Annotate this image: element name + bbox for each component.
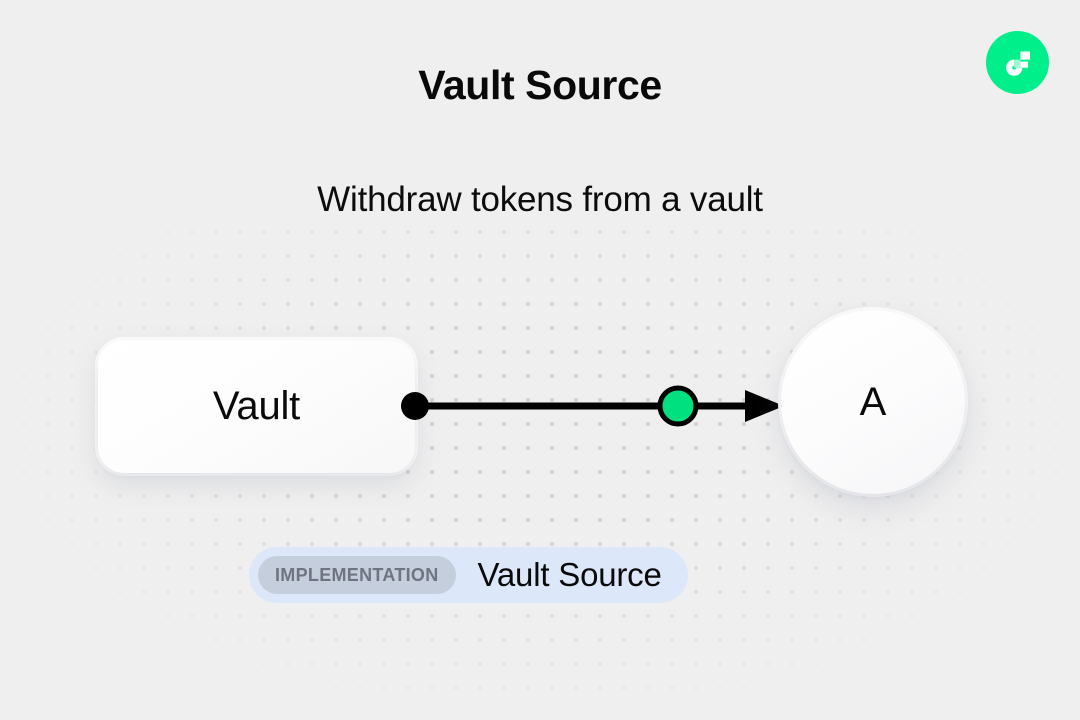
page-subtitle: Withdraw tokens from a vault [317, 180, 763, 219]
node-label-vault: Vault [212, 384, 301, 428]
implementation-tag-label: IMPLEMENTATION [258, 556, 456, 594]
implementation-name: Vault Source [477, 556, 662, 593]
diagram-node-vault[interactable]: Vault [98, 340, 415, 473]
edge-source-handle[interactable] [401, 392, 429, 420]
flow-logo-icon [986, 31, 1049, 94]
edge-midpoint-marker[interactable] [657, 385, 699, 427]
implementation-badge: IMPLEMENTATION Vault Source [249, 547, 688, 603]
diagram-node-a[interactable]: A [781, 310, 965, 494]
node-label-a: A [859, 379, 887, 424]
page-title: Vault Source [418, 62, 662, 108]
